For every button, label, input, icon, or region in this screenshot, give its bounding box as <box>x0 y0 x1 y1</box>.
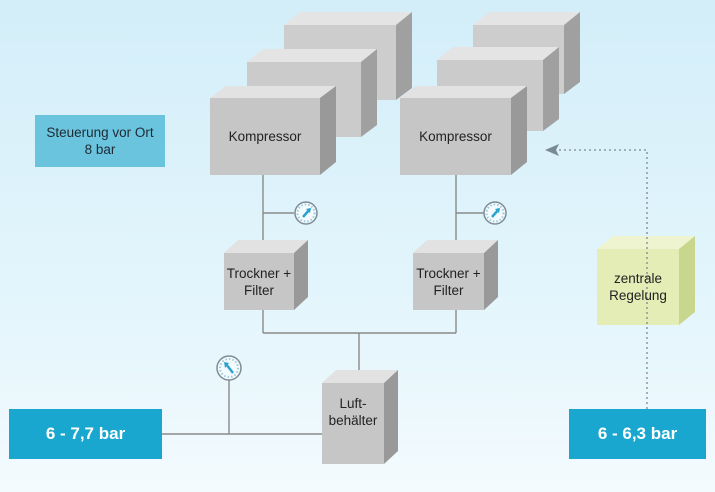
compressor-left-shape <box>210 86 336 175</box>
central-control-label: zentrale Regelung <box>609 271 667 303</box>
pressure-gauge-icon <box>216 355 242 381</box>
dryer-left-shape <box>224 240 308 310</box>
control-signal-line <box>545 144 648 409</box>
pressure-gauge-icon <box>294 201 318 225</box>
local-control-label: Steuerung vor Ort 8 bar <box>35 115 165 167</box>
dryer-right-shape <box>413 240 498 310</box>
pressure-right-badge: 6 - 6,3 bar <box>569 409 706 459</box>
pressure-left-badge: 6 - 7,7 bar <box>9 409 162 459</box>
air-receiver-shape <box>322 370 398 464</box>
compressor-left-label: Kompressor <box>228 129 302 144</box>
dryer-right-label: Trockner + Filter <box>416 265 481 298</box>
pressure-gauge-icon <box>483 201 507 225</box>
compressor-right-shape <box>400 86 527 175</box>
dryer-left-label: Trockner + Filter <box>226 265 292 298</box>
compressor-right-label: Kompressor <box>419 129 492 144</box>
central-control-shape <box>597 236 695 325</box>
air-receiver-label: Luft- behälter <box>328 396 378 428</box>
